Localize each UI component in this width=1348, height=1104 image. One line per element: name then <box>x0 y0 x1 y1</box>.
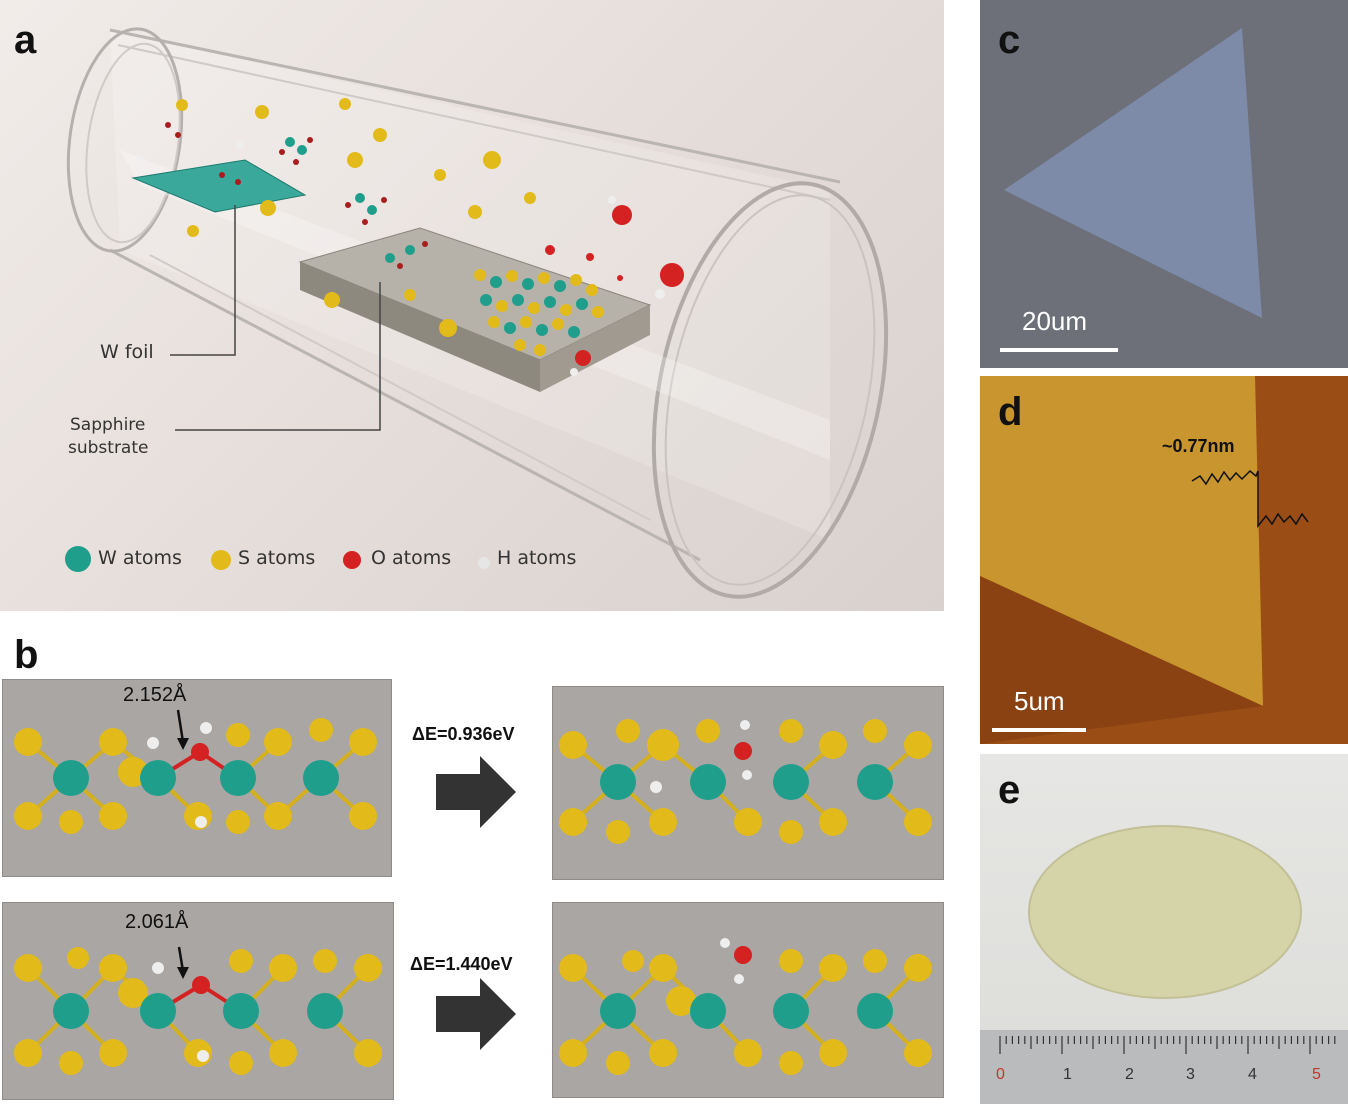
ws2-slab-top-left <box>14 709 377 834</box>
panel-letter-a: a <box>14 18 37 62</box>
wafer-and-ruler <box>980 825 1348 1104</box>
panel-e-wafer-photo: e 0 1 2 3 4 5 <box>980 754 1348 1104</box>
panel-letter-e: e <box>998 768 1021 812</box>
legend-w-atoms: W atoms <box>98 547 182 569</box>
ws2-slab-bottom-right <box>559 938 932 1075</box>
ws2-slab-bottom-left <box>14 946 382 1075</box>
scale-bar-d: 5um <box>1014 686 1065 716</box>
reaction-arrow-bottom-icon <box>436 978 516 1050</box>
panel-d-afm-image: d ~0.77nm 5um <box>980 376 1348 744</box>
bond-length-bottom: 2.061Å <box>125 911 189 933</box>
ws2-slab-top-right <box>559 719 932 844</box>
delta-e-top: ΔE=0.936eV <box>412 724 515 744</box>
label-sapphire-line1: Sapphire <box>70 415 146 435</box>
ruler-number-5: 5 <box>1312 1066 1321 1083</box>
label-sapphire-line2: substrate <box>68 438 149 458</box>
panel-a: W foil Sapphire substrate W atoms S atom… <box>0 0 944 611</box>
ruler-number-1: 1 <box>1063 1066 1072 1083</box>
legend-o-atoms: O atoms <box>371 547 452 569</box>
bond-length-top: 2.152Å <box>123 684 187 706</box>
ruler-number-2: 2 <box>1125 1066 1134 1083</box>
molecule-bottom-right <box>552 902 944 1098</box>
reaction-arrow-top-icon <box>436 756 516 828</box>
delta-e-bottom: ΔE=1.440eV <box>410 954 513 974</box>
panel-letter-b: b <box>14 633 39 677</box>
molecule-bottom-left: 2.061Å <box>2 902 394 1100</box>
ruler-number-3: 3 <box>1186 1066 1195 1083</box>
gas-atoms <box>137 98 684 376</box>
molecule-top-left: 2.152Å <box>2 679 392 877</box>
height-label: ~0.77nm <box>1162 436 1235 456</box>
legend-h-atoms: H atoms <box>497 547 577 569</box>
afm-triangle-flake <box>980 376 1309 744</box>
label-w-foil: W foil <box>100 341 154 363</box>
panel-letter-c: c <box>998 18 1021 62</box>
legend-s-atoms: S atoms <box>238 547 316 569</box>
panel-c-optical-image: c 20um <box>980 0 1348 368</box>
cvd-tube-illustration <box>65 27 889 599</box>
scale-bar-c: 20um <box>1022 306 1088 336</box>
ruler-number-0: 0 <box>996 1066 1005 1083</box>
ruler-number-4: 4 <box>1248 1066 1257 1083</box>
ws2-triangle-flake <box>1000 28 1262 352</box>
ws2-lattice <box>474 269 604 356</box>
molecule-top-right <box>552 686 944 880</box>
panel-letter-d: d <box>998 390 1023 434</box>
